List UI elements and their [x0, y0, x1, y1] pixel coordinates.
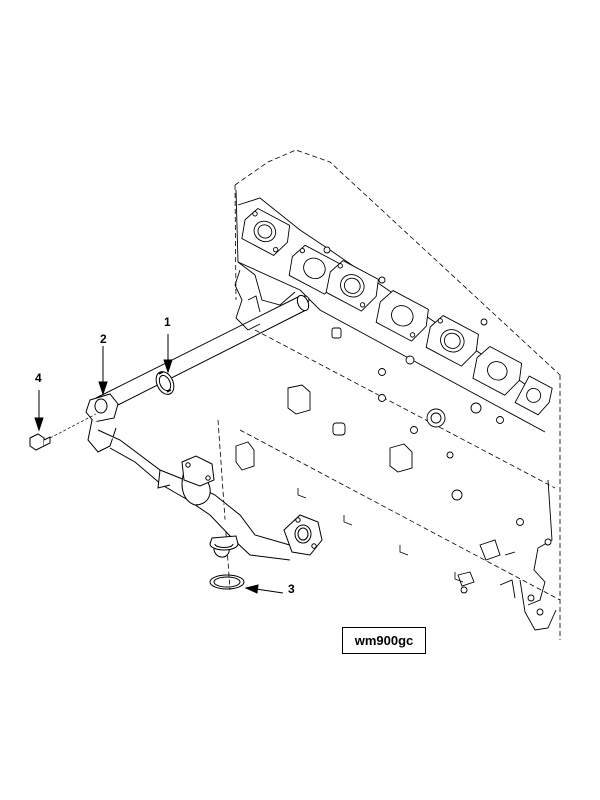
arrowhead-1	[163, 359, 173, 374]
bottom-outlet-port	[209, 535, 239, 551]
block-lower-right	[457, 479, 557, 631]
crossover-tube	[95, 294, 310, 413]
tube-flange-part	[85, 393, 119, 453]
callout-1: 1	[164, 315, 171, 329]
leader-line-3	[255, 588, 284, 594]
exhaust-ports	[241, 207, 553, 416]
seal-ring-part	[209, 574, 245, 590]
engine-block-outline	[217, 149, 561, 640]
callout-3: 3	[288, 582, 295, 596]
block-edge-ticks	[297, 488, 464, 583]
leader-arrows	[34, 334, 284, 594]
block-face-bosses	[235, 327, 524, 526]
clamp-part	[155, 371, 175, 395]
reference-code-label: wm900gc	[342, 627, 426, 654]
arrowhead-4	[34, 417, 44, 432]
capscrew-part	[29, 413, 97, 451]
callout-4: 4	[35, 371, 42, 385]
callout-2: 2	[100, 332, 107, 346]
outlet-flange	[283, 514, 323, 556]
elbow-pipe	[97, 429, 301, 561]
arrowhead-2	[98, 381, 108, 396]
arrowhead-3	[244, 584, 259, 594]
